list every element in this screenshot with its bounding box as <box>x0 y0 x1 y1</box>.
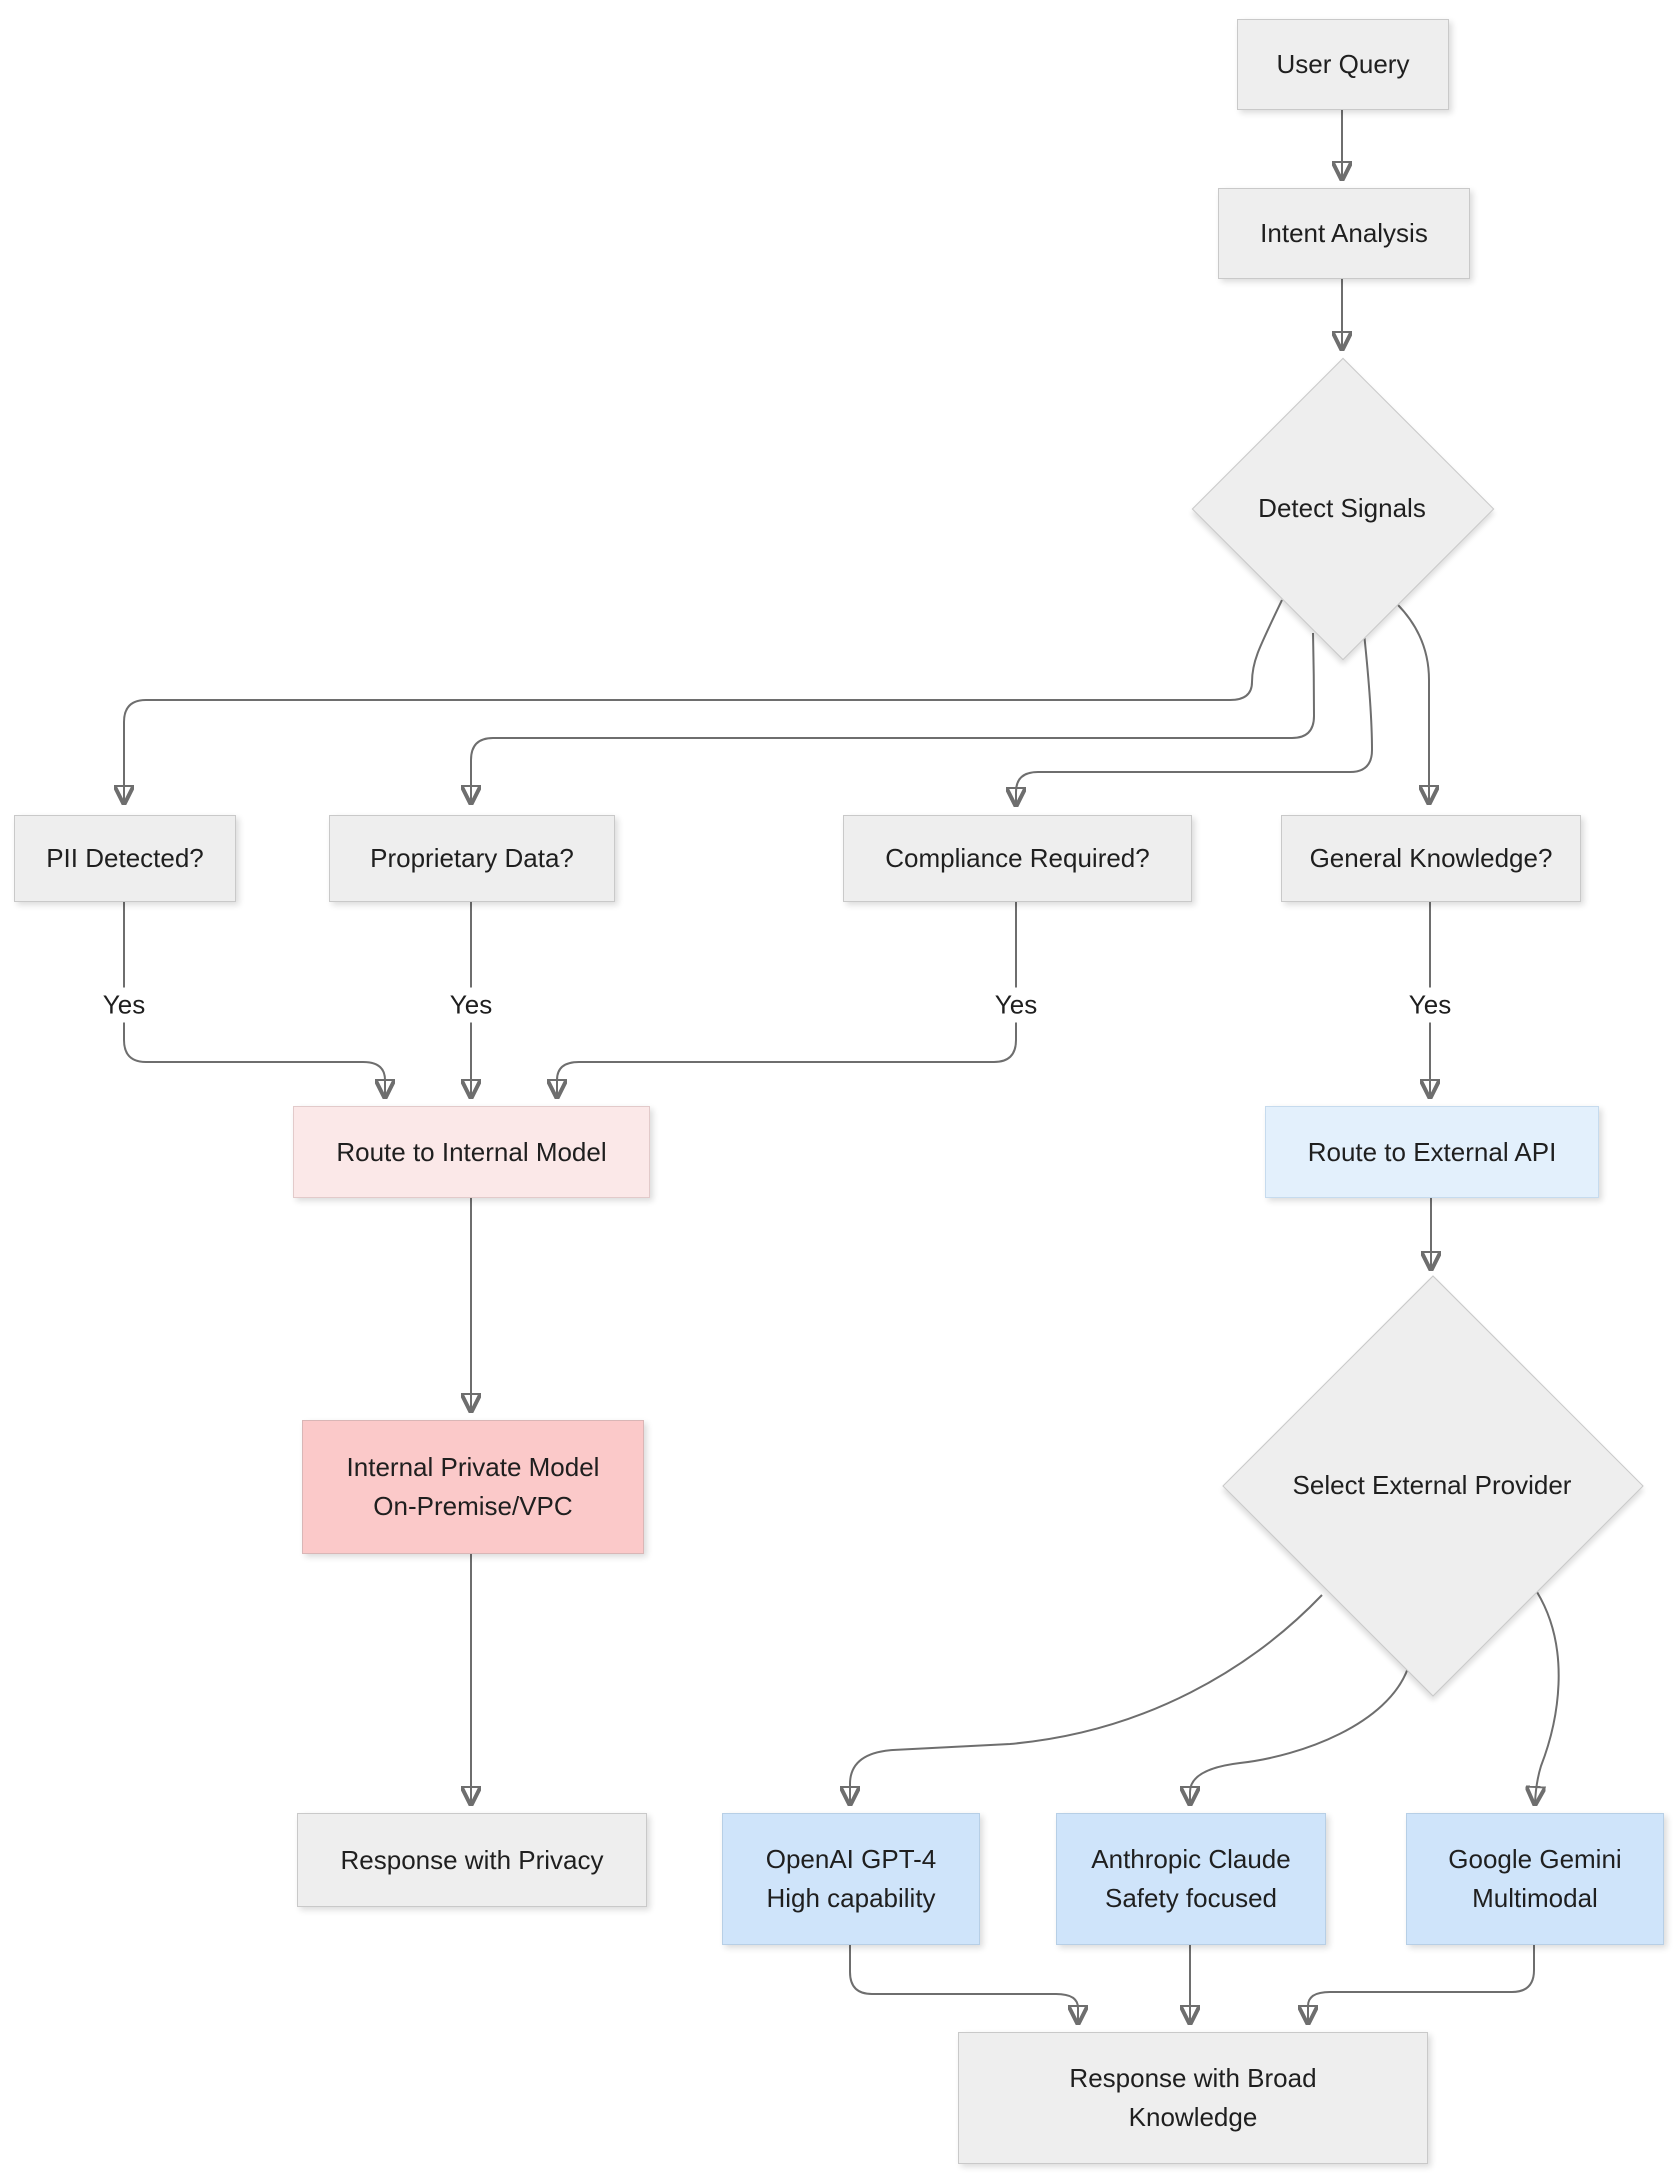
node-openai-gpt4: OpenAI GPT-4 High capability <box>722 1813 980 1945</box>
internal-model-line1: Internal Private Model <box>346 1452 600 1482</box>
node-pii-detected-label: PII Detected? <box>46 843 204 873</box>
edge-detect-to-pii <box>124 599 1283 802</box>
edge-label-general-yes: Yes <box>1398 987 1462 1023</box>
node-general-knowledge-label: General Knowledge? <box>1309 843 1553 873</box>
node-google-gemini: Google Gemini Multimodal <box>1406 1813 1664 1945</box>
node-detect-signals: Detect Signals <box>1191 357 1495 661</box>
node-select-provider: Select External Provider <box>1222 1275 1644 1697</box>
node-route-external-label: Route to External API <box>1307 1136 1557 1167</box>
edge-compliance-yes-to-route-internal <box>557 900 1017 1096</box>
edge-select-to-openai <box>850 1594 1323 1803</box>
openai-line2: High capability <box>766 1883 936 1913</box>
node-anthropic-claude: Anthropic Claude Safety focused <box>1056 1813 1326 1945</box>
edge-label-proprietary-yes: Yes <box>439 987 503 1023</box>
node-general-knowledge: General Knowledge? <box>1281 815 1581 902</box>
node-response-privacy: Response with Privacy <box>297 1813 647 1907</box>
node-compliance-required: Compliance Required? <box>843 815 1192 902</box>
node-detect-signals-label: Detect Signals <box>1258 492 1426 523</box>
anthropic-line2: Safety focused <box>1105 1883 1277 1913</box>
node-intent-analysis-label: Intent Analysis <box>1260 218 1428 248</box>
node-route-external: Route to External API <box>1265 1106 1599 1198</box>
edge-openai-to-response-broad <box>849 1943 1078 2022</box>
openai-line1: OpenAI GPT-4 <box>765 1844 937 1874</box>
node-proprietary-data: Proprietary Data? <box>329 815 615 902</box>
node-response-broad-label: Response with Broad Knowledge <box>1069 2059 1316 2137</box>
edge-pii-yes-to-route-internal <box>123 900 385 1096</box>
response-broad-line2: Knowledge <box>1128 2102 1258 2132</box>
node-openai-gpt4-label: OpenAI GPT-4 High capability <box>766 1840 937 1918</box>
node-response-broad: Response with Broad Knowledge <box>958 2032 1428 2164</box>
node-internal-private-model-label: Internal Private Model On-Premise/VPC <box>347 1448 600 1526</box>
edge-label-compliance-yes: Yes <box>984 987 1048 1023</box>
edge-label-pii-yes: Yes <box>92 987 156 1023</box>
edge-detect-to-compliance <box>1016 632 1374 804</box>
node-anthropic-claude-label: Anthropic Claude Safety focused <box>1091 1840 1290 1918</box>
node-internal-private-model: Internal Private Model On-Premise/VPC <box>302 1420 644 1554</box>
node-route-internal: Route to Internal Model <box>293 1106 650 1198</box>
node-compliance-required-label: Compliance Required? <box>885 843 1150 873</box>
node-select-provider-label: Select External Provider <box>1292 1469 1572 1500</box>
node-user-query-label: User Query <box>1276 49 1410 79</box>
node-intent-analysis: Intent Analysis <box>1218 188 1470 279</box>
node-pii-detected: PII Detected? <box>14 815 236 902</box>
response-broad-line1: Response with Broad <box>1069 2063 1317 2093</box>
gemini-line1: Google Gemini <box>1448 1844 1622 1874</box>
node-user-query: User Query <box>1237 19 1449 110</box>
node-response-privacy-label: Response with Privacy <box>340 1844 604 1875</box>
node-route-internal-label: Route to Internal Model <box>336 1136 607 1167</box>
node-proprietary-data-label: Proprietary Data? <box>370 843 574 873</box>
internal-model-line2: On-Premise/VPC <box>373 1491 573 1521</box>
anthropic-line1: Anthropic Claude <box>1091 1844 1291 1874</box>
edge-detect-to-general <box>1393 600 1429 802</box>
edge-detect-to-proprietary <box>471 632 1316 802</box>
gemini-line2: Multimodal <box>1472 1883 1598 1913</box>
node-google-gemini-label: Google Gemini Multimodal <box>1448 1840 1621 1918</box>
edge-gemini-to-response-broad <box>1308 1943 1535 2022</box>
edge-select-to-gemini <box>1535 1591 1560 1803</box>
edge-select-to-anthropic <box>1190 1667 1409 1803</box>
